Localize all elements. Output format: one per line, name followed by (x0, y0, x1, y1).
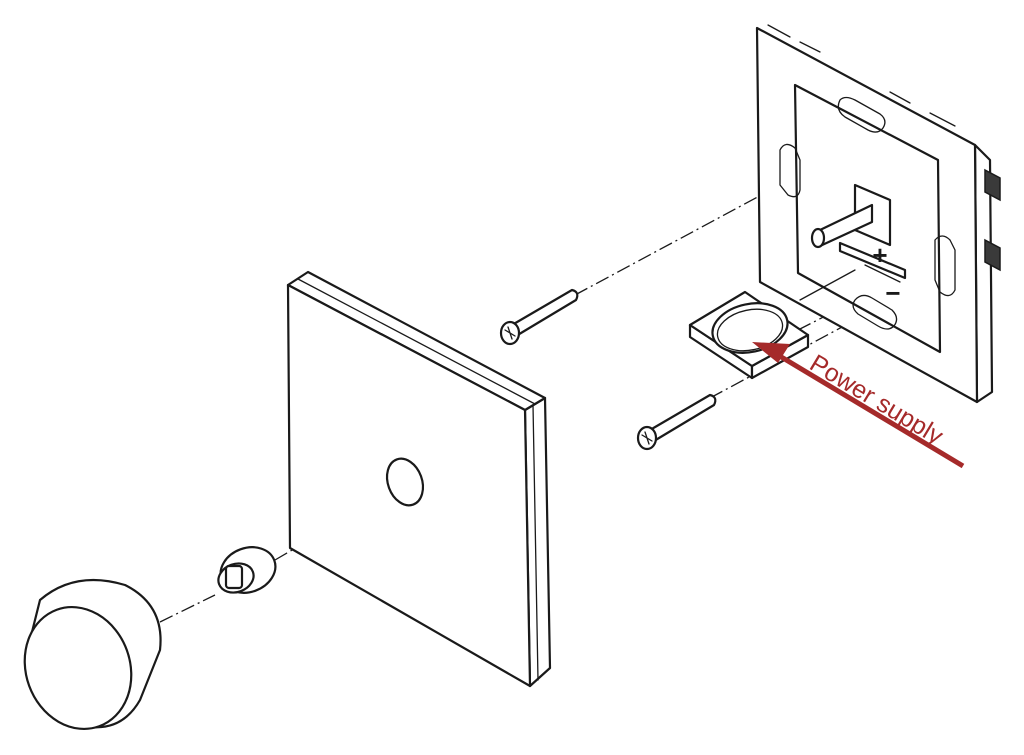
polarity-plus-sign: + (872, 240, 887, 270)
back-frame-slot-left (779, 143, 801, 198)
annotation-arrow-shaft (776, 352, 965, 469)
knob-cap-face (23, 605, 133, 731)
mounting-screw-lower (636, 393, 717, 451)
back-frame-slot-top (837, 96, 886, 133)
screw-lower-shank (648, 393, 717, 443)
back-frame-slot-bottom (852, 294, 898, 330)
battery-contact-plus (838, 241, 907, 280)
screw-upper-slot (504, 326, 516, 340)
back-frame-slot-right (934, 235, 956, 297)
cover-plate-side-line (532, 404, 539, 681)
back-frame-clip-upper (984, 168, 1001, 202)
screw-lower-slot (641, 431, 653, 445)
back-frame-inner-opening (793, 83, 942, 354)
coin-cell-rim (716, 308, 784, 352)
axis-line-upper-screw (574, 184, 781, 296)
adapter-key (224, 564, 244, 590)
polarity-minus-sign: − (885, 278, 900, 308)
mounting-screw-upper (499, 288, 579, 346)
battery-contact-minus (799, 264, 901, 301)
cover-plate-top-line (297, 278, 536, 405)
screw-upper-shank (510, 288, 579, 338)
back-frame-clip-lower (984, 238, 1001, 272)
cover-plate (286, 270, 552, 688)
annotation-arrowhead (752, 342, 790, 363)
shaft-adapter (217, 546, 277, 594)
cover-plate-shaft-hole (385, 457, 425, 507)
knob-cap (23, 578, 162, 731)
back-frame-top-edge (767, 24, 956, 127)
axis-line-knob (159, 594, 216, 623)
back-frame (755, 24, 1001, 404)
potentiometer-shaft-end (810, 227, 826, 249)
